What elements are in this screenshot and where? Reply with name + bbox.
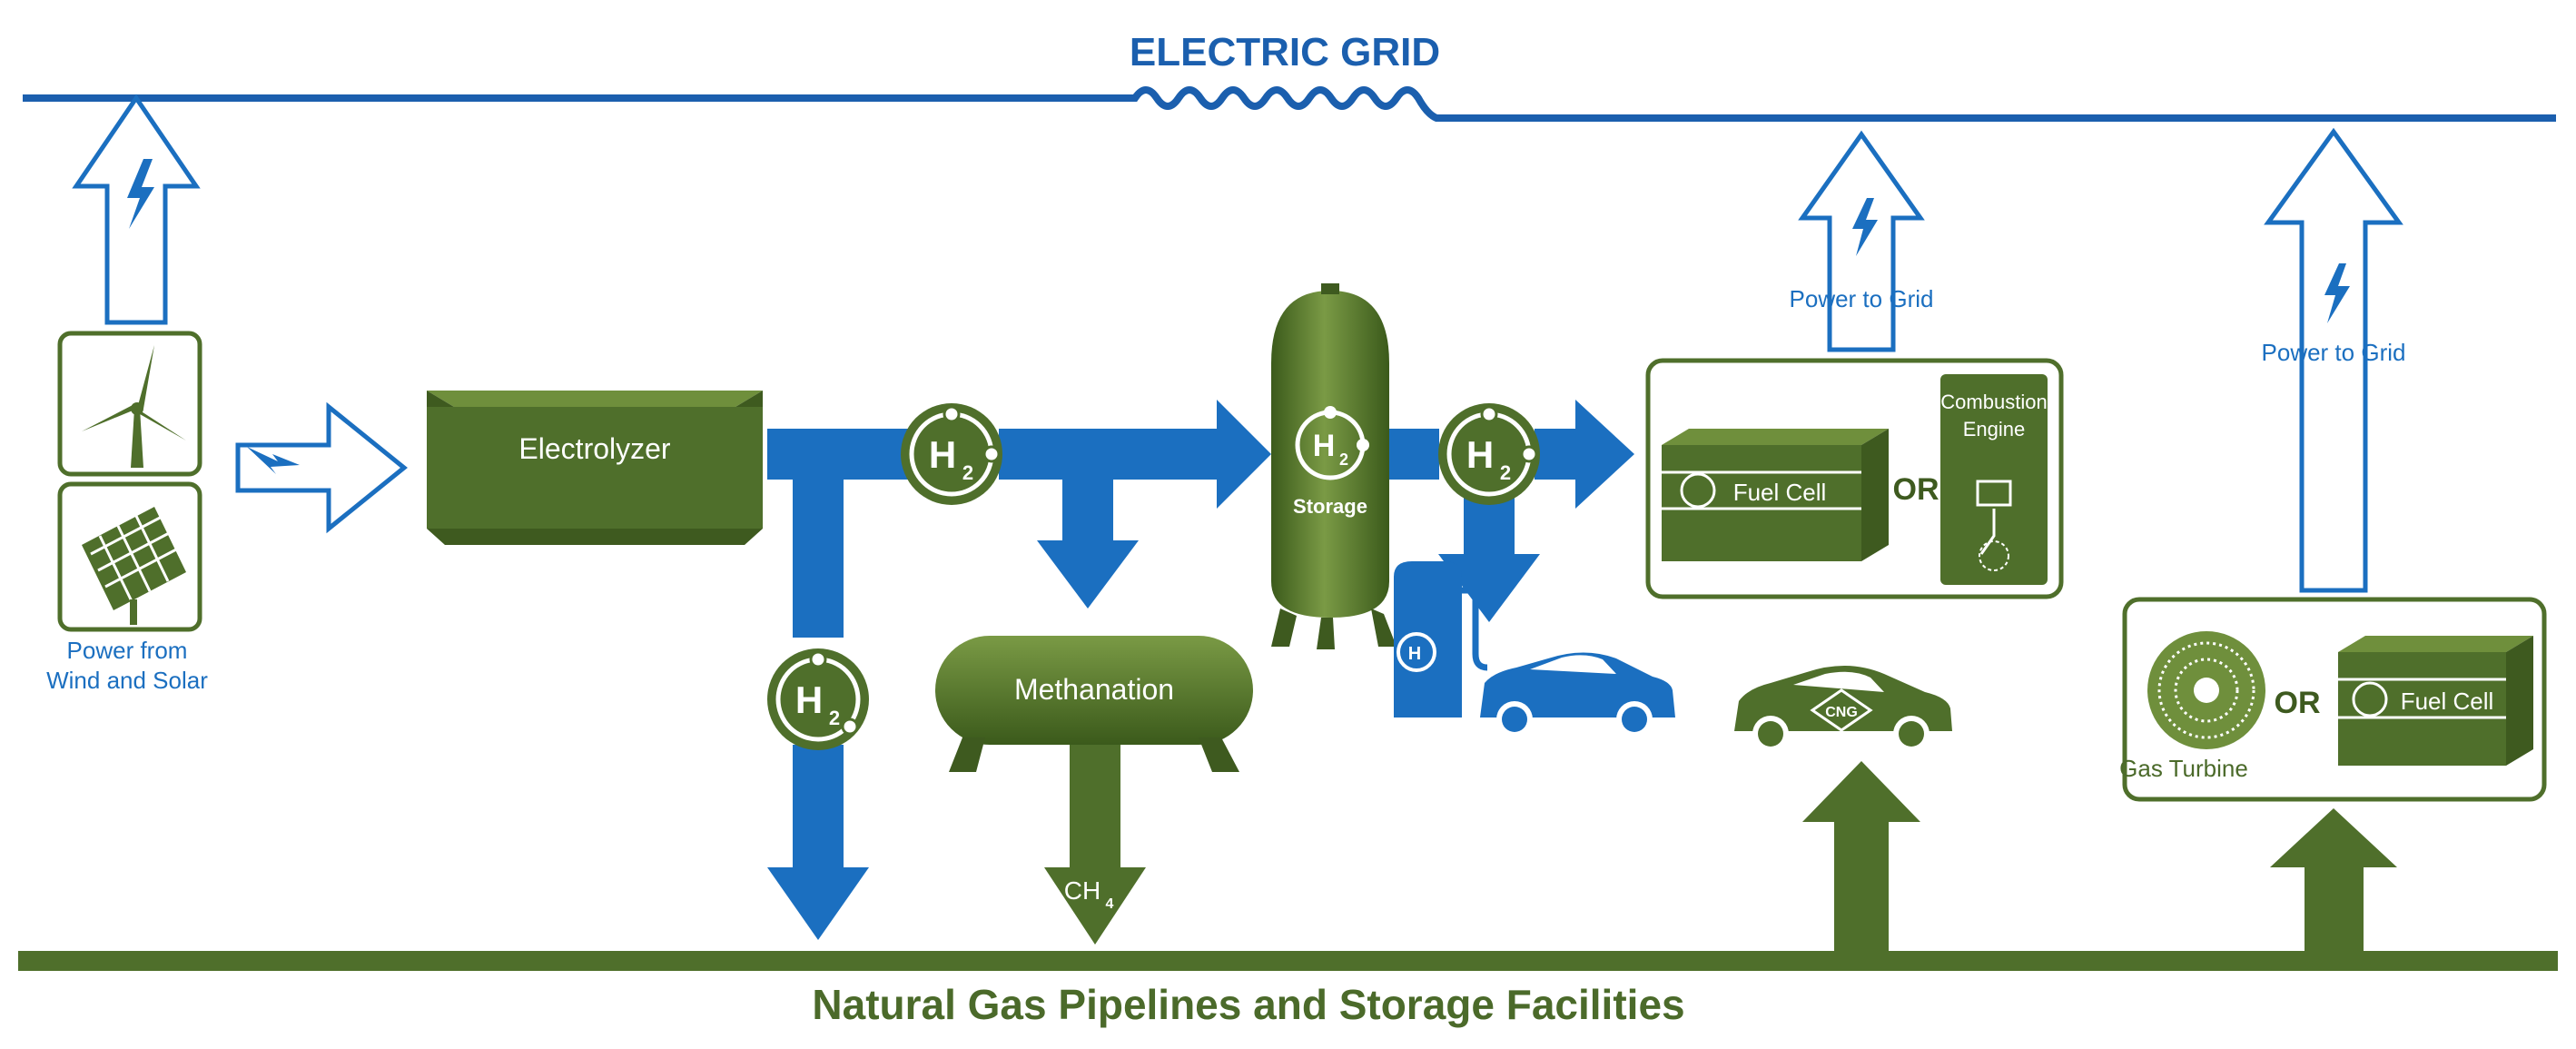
hydrogen-right-arrow bbox=[1217, 400, 1271, 509]
gas-up-arrow-car bbox=[1802, 761, 1920, 954]
svg-text:2: 2 bbox=[1500, 461, 1511, 484]
solar-panel-box bbox=[57, 481, 202, 632]
ch4-label: CH bbox=[1064, 876, 1100, 905]
fuel-cell-icon bbox=[2338, 636, 2533, 766]
svg-text:H: H bbox=[1313, 429, 1336, 463]
svg-text:H: H bbox=[929, 433, 956, 476]
svg-text:2: 2 bbox=[1339, 450, 1348, 469]
power-to-grid-label-1: Power to Grid bbox=[1790, 285, 1934, 312]
wind-turbine-icon bbox=[82, 345, 186, 468]
svg-text:H: H bbox=[1408, 644, 1421, 664]
hydrogen-flow-pipes bbox=[767, 400, 1634, 940]
fuel-cell-label-1: Fuel Cell bbox=[1733, 479, 1827, 506]
combustion-engine-icon bbox=[1940, 374, 2048, 585]
car-icon bbox=[1480, 652, 1675, 737]
gas-turbine-fuel-cell-box: Gas Turbine OR Fuel Cell bbox=[2119, 597, 2547, 802]
electric-grid-title: ELECTRIC GRID bbox=[1130, 30, 1440, 74]
svg-text:2: 2 bbox=[962, 461, 973, 484]
cng-car-icon bbox=[1734, 665, 1952, 752]
gas-up-arrow-right bbox=[2270, 808, 2397, 954]
natural-gas-pipeline bbox=[18, 951, 2558, 971]
electrolyzer-label: Electrolyzer bbox=[518, 432, 671, 465]
fuel-cell-combustion-box: Fuel Cell OR Combustion Engine bbox=[1645, 358, 2064, 599]
storage-label: Storage bbox=[1293, 495, 1367, 518]
gas-turbine-label: Gas Turbine bbox=[2119, 755, 2248, 782]
power-input-arrow bbox=[235, 401, 408, 534]
fuelcell-right-arrow bbox=[1575, 400, 1634, 509]
hydrogen-molecule-icon: H 2 bbox=[901, 403, 1002, 505]
svg-text:H: H bbox=[1466, 433, 1494, 476]
lightning-icon bbox=[247, 447, 300, 474]
power-up-arrow-right bbox=[2264, 127, 2403, 593]
power-up-arrow-middle bbox=[1798, 130, 1925, 352]
methanation-label: Methanation bbox=[1014, 673, 1174, 706]
solar-panel-icon bbox=[82, 507, 186, 625]
svg-text:2: 2 bbox=[829, 707, 840, 729]
storage-tank-icon: H 2 bbox=[1271, 283, 1397, 649]
methanation-down-arrow bbox=[1037, 540, 1139, 609]
power-from-label-line1: Power from bbox=[67, 637, 188, 664]
hydrogen-molecule-icon: H 2 bbox=[767, 648, 869, 750]
fuel-pump-icon: H bbox=[1394, 561, 1488, 717]
hydrogen-down-arrow bbox=[767, 867, 869, 940]
fuel-cell-label-2: Fuel Cell bbox=[2401, 688, 2494, 715]
electric-grid-line bbox=[23, 86, 2556, 122]
wind-turbine-box bbox=[57, 331, 202, 477]
or-label-1: OR bbox=[1893, 472, 1939, 507]
lightning-icon bbox=[2324, 263, 2350, 323]
lightning-icon bbox=[1852, 198, 1878, 256]
natural-gas-title: Natural Gas Pipelines and Storage Facili… bbox=[812, 981, 1684, 1028]
power-up-arrow-left bbox=[72, 94, 201, 325]
ch4-down-arrow bbox=[1044, 745, 1146, 945]
car-down-arrow bbox=[1438, 554, 1540, 622]
svg-text:H: H bbox=[795, 678, 823, 721]
combustion-label-line2: Engine bbox=[1963, 418, 2026, 440]
electrolyzer-block bbox=[427, 391, 763, 545]
fuel-cell-icon bbox=[1662, 429, 1889, 561]
methanation-tank-icon bbox=[935, 636, 1253, 772]
hydrogen-molecule-icon: H 2 bbox=[1438, 403, 1540, 505]
power-to-grid-label-2: Power to Grid bbox=[2262, 339, 2406, 366]
cng-label: CNG bbox=[1825, 705, 1858, 720]
combustion-label-line1: Combustion bbox=[1940, 391, 2047, 413]
or-label-2: OR bbox=[2275, 686, 2321, 720]
gas-turbine-icon bbox=[2147, 631, 2265, 749]
lightning-icon bbox=[127, 159, 154, 229]
power-from-label-line2: Wind and Solar bbox=[46, 667, 208, 694]
ch4-subscript: 4 bbox=[1106, 896, 1114, 912]
